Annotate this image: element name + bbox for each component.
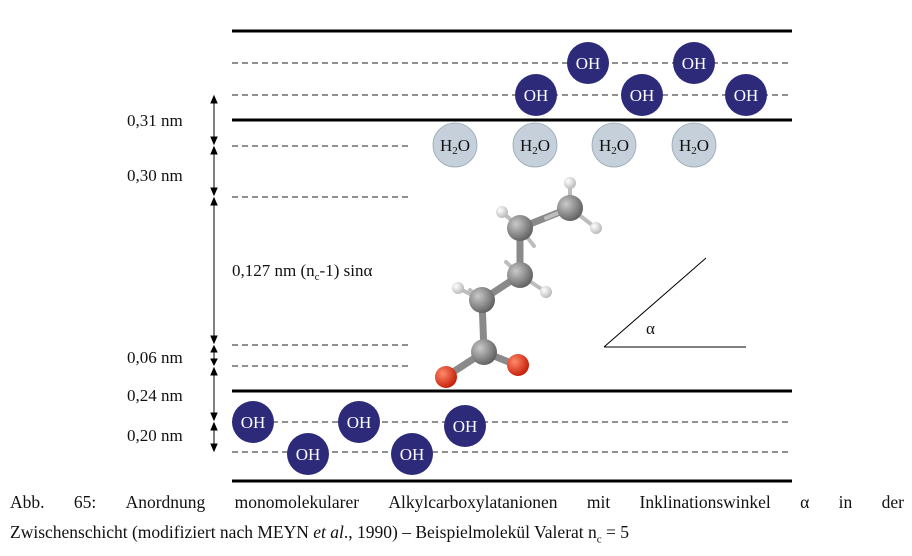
carbon-atom xyxy=(507,215,533,241)
dimension-arrows xyxy=(210,94,218,453)
lower-oh-groups: OH OH OH OH OH xyxy=(232,401,486,475)
caption-word: α xyxy=(800,492,810,512)
oxygen-atom xyxy=(435,366,457,388)
h2o-molecule: H2O xyxy=(432,122,478,168)
oxygen-atom xyxy=(507,354,529,376)
hydrogen-atom xyxy=(590,222,602,234)
carbon-atom xyxy=(507,262,533,288)
water-molecules: H2O H2O H2O H2O xyxy=(432,122,717,168)
caption-word: mit xyxy=(586,492,611,512)
caption-word: Inklinationswinkel xyxy=(639,492,771,512)
oh-ion: OH xyxy=(673,42,715,84)
valerate-molecule xyxy=(435,177,602,388)
hydrogen-atom xyxy=(452,282,464,294)
caption-word: Anordnung xyxy=(125,492,206,512)
svg-text:OH: OH xyxy=(400,445,425,464)
caption-word: monomolekularer xyxy=(234,492,360,512)
oh-ion: OH xyxy=(515,74,557,116)
distance-label-0127: 0,127 nm (nc-1) sinα xyxy=(232,261,372,283)
svg-text:OH: OH xyxy=(347,413,372,432)
svg-text:H2O: H2O xyxy=(679,136,709,157)
oh-ion: OH xyxy=(621,74,663,116)
distance-label-031: 0,31 nm xyxy=(127,111,183,130)
oh-ion: OH xyxy=(391,433,433,475)
svg-text:OH: OH xyxy=(630,86,655,105)
svg-text:H2O: H2O xyxy=(520,136,550,157)
h2o-molecule: H2O xyxy=(671,122,717,168)
inclination-angle-symbol: α xyxy=(603,257,746,348)
svg-text:H2O: H2O xyxy=(599,136,629,157)
carbon-atom xyxy=(471,339,497,365)
carbon-atom xyxy=(469,287,495,313)
caption-line-1: Abb. 65: Anordnung monomolekularer Alkyl… xyxy=(10,487,904,517)
svg-text:OH: OH xyxy=(576,54,601,73)
angle-label: α xyxy=(646,319,655,338)
svg-text:OH: OH xyxy=(524,86,549,105)
oh-ion: OH xyxy=(725,74,767,116)
hydrogen-atom xyxy=(496,206,508,218)
hydrogen-atom xyxy=(564,177,576,189)
oh-ion: OH xyxy=(444,405,486,447)
caption-word: 65: xyxy=(73,492,97,512)
figure-caption: Abb. 65: Anordnung monomolekularer Alkyl… xyxy=(10,487,904,555)
svg-text:H2O: H2O xyxy=(440,136,470,157)
hydrogen-atom xyxy=(540,286,552,298)
distance-label-024: 0,24 nm xyxy=(127,386,183,405)
caption-word: Alkylcarboxylatanionen xyxy=(388,492,558,512)
upper-oh-groups: OH OH OH OH OH xyxy=(515,42,767,116)
caption-word: in xyxy=(838,492,853,512)
caption-word: Abb. xyxy=(10,492,45,512)
svg-text:OH: OH xyxy=(453,417,478,436)
carbon-atom xyxy=(557,195,583,221)
caption-word: der xyxy=(881,492,904,512)
oh-ion: OH xyxy=(338,401,380,443)
caption-line-2: Zwischenschicht (modifiziert nach MEYN e… xyxy=(10,522,630,546)
h2o-molecule: H2O xyxy=(512,122,558,168)
svg-text:OH: OH xyxy=(296,445,321,464)
distance-label-020: 0,20 nm xyxy=(127,426,183,445)
distance-label-030: 0,30 nm xyxy=(127,166,183,185)
oh-ion: OH xyxy=(567,42,609,84)
oh-ion: OH xyxy=(232,401,274,443)
svg-text:OH: OH xyxy=(241,413,266,432)
h2o-molecule: H2O xyxy=(591,122,637,168)
svg-text:OH: OH xyxy=(734,86,759,105)
interlayer-diagram: 0,31 nm 0,30 nm 0,127 nm (nc-1) sinα 0,0… xyxy=(127,29,792,483)
distance-label-006: 0,06 nm xyxy=(127,348,183,367)
svg-text:OH: OH xyxy=(682,54,707,73)
oh-ion: OH xyxy=(287,433,329,475)
